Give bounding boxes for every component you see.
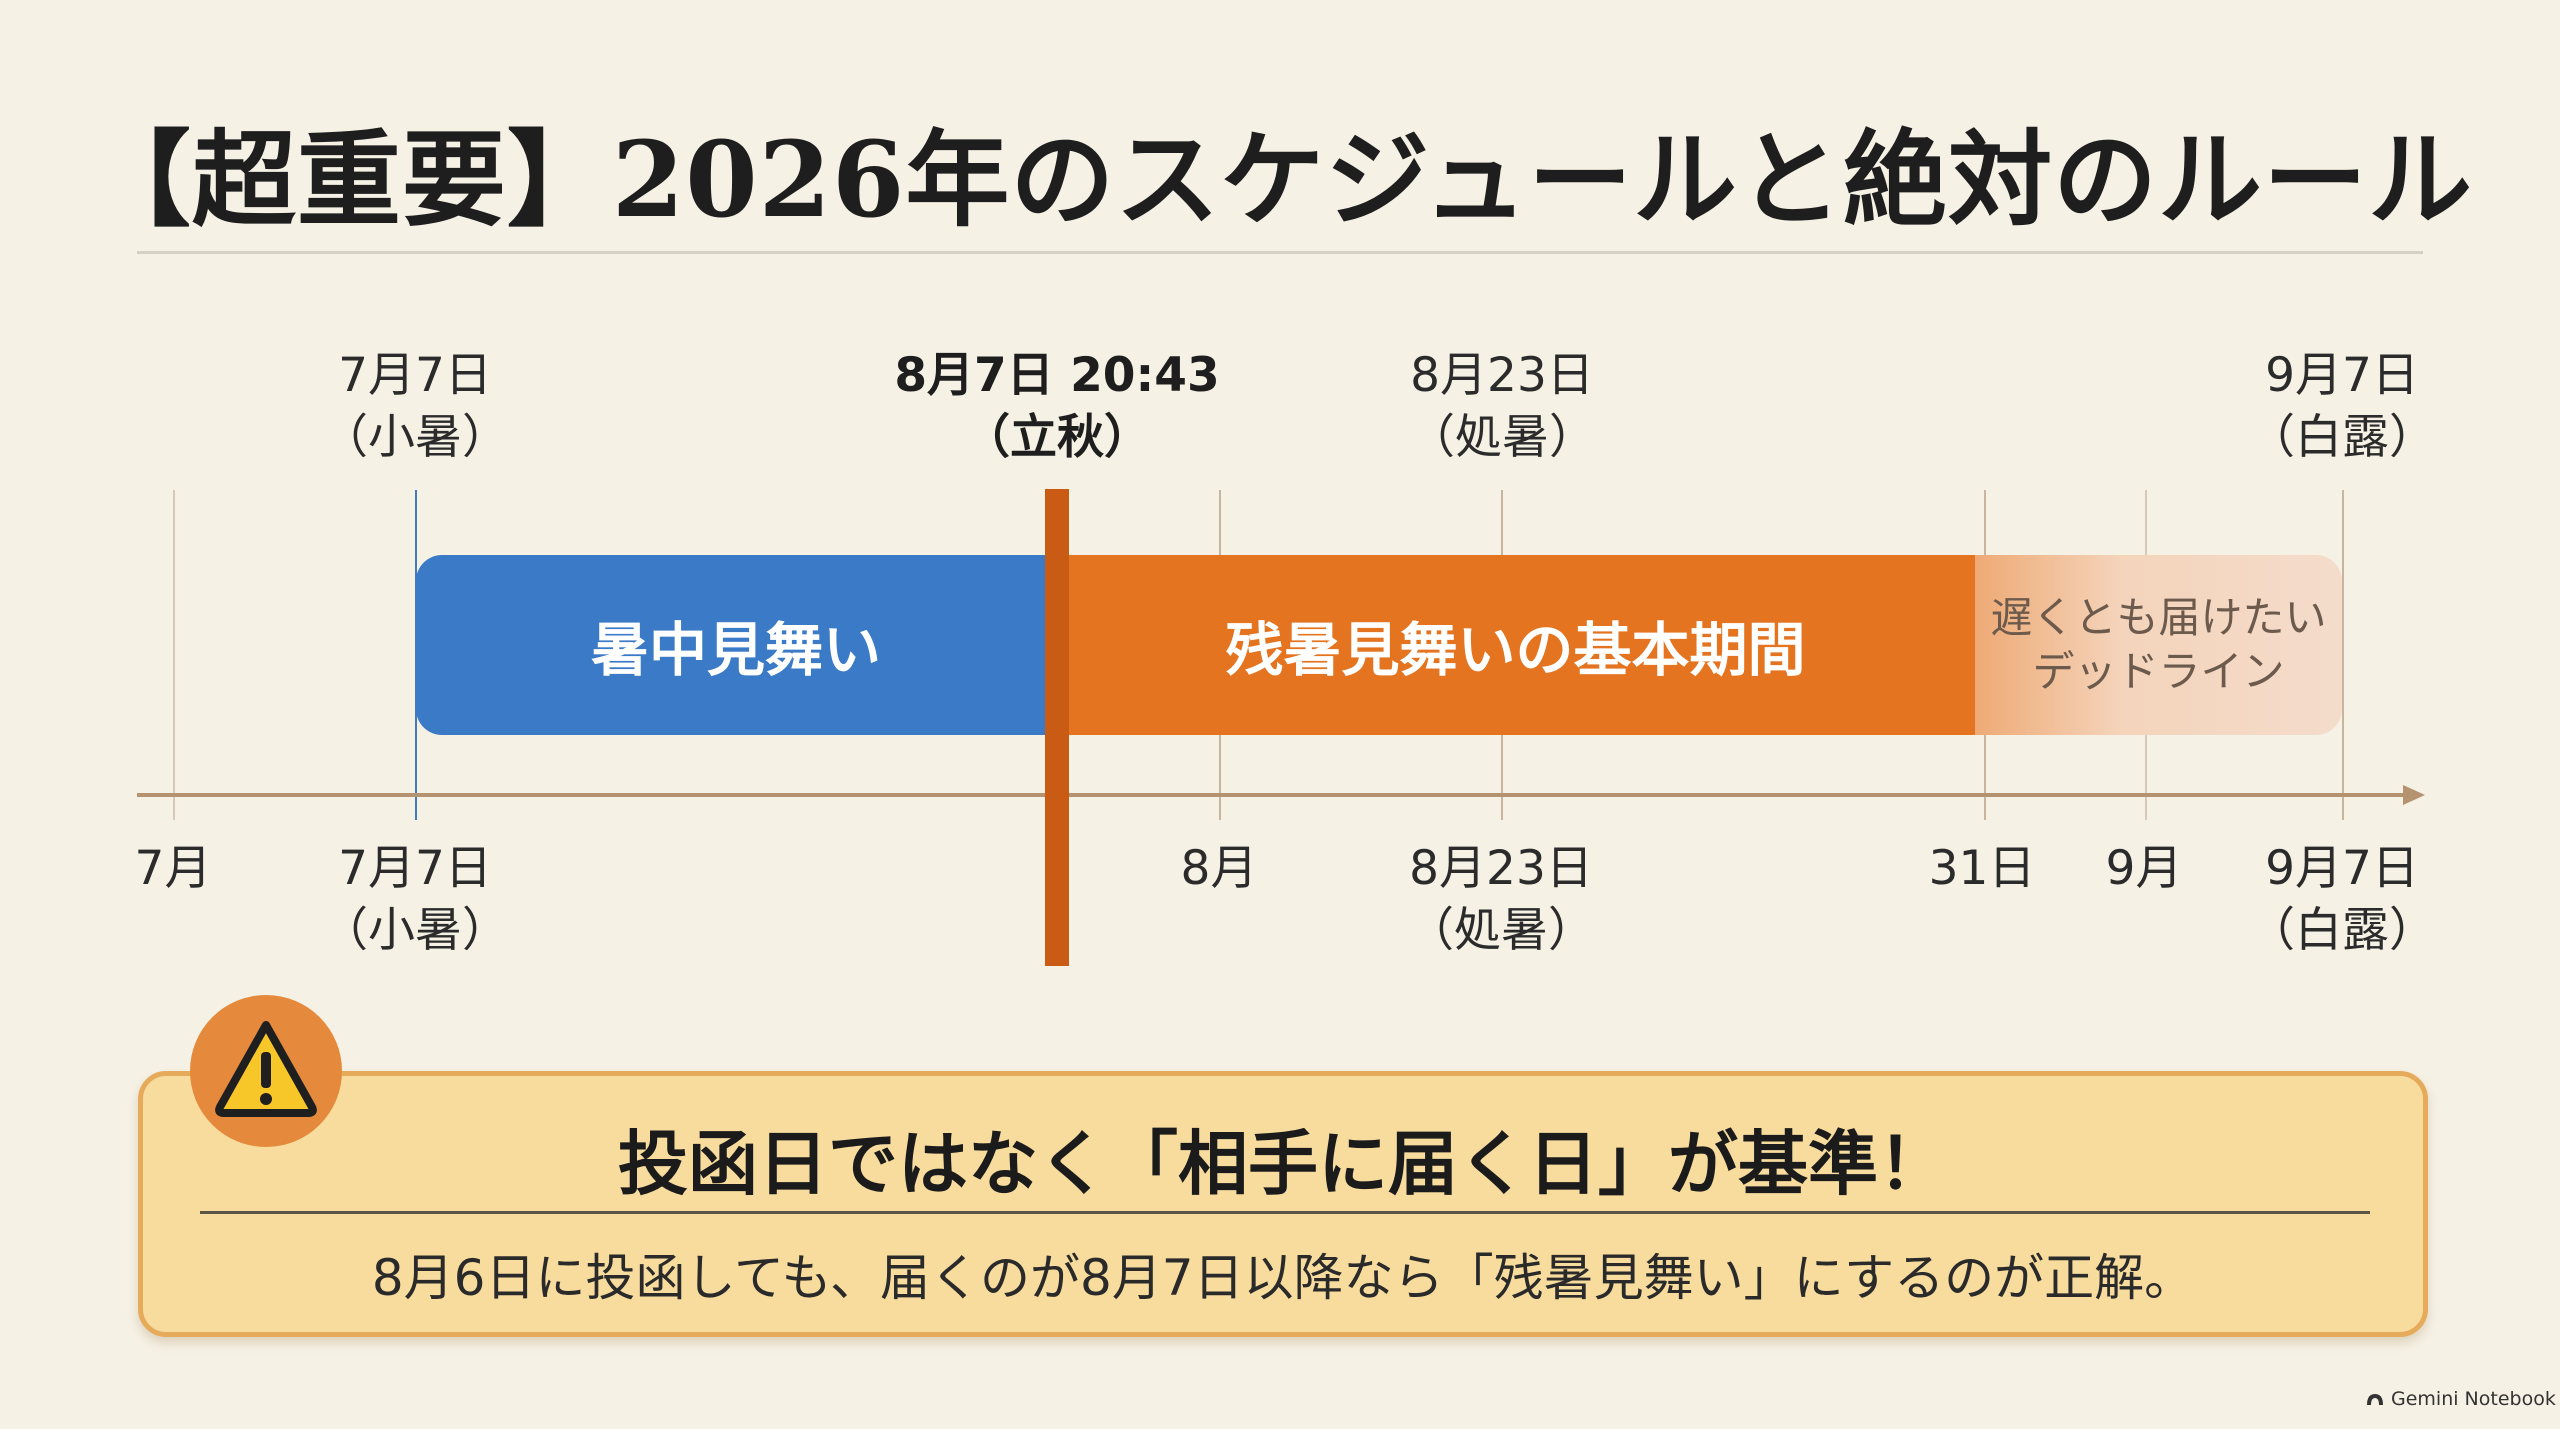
top-label-term: （処暑） xyxy=(1408,410,1596,465)
warning-divider xyxy=(200,1211,2370,1214)
summer-greeting-label: 暑中見舞い xyxy=(590,616,881,684)
top-label-shosho: 8月23日 （処暑） xyxy=(1292,345,1712,469)
axis-tick-text: 31日 xyxy=(1928,841,2036,896)
timeline-axis xyxy=(137,793,2405,797)
axis-tick-text: 7月7日 xyxy=(338,841,492,896)
top-label-term: （立秋） xyxy=(963,410,1151,465)
title-divider xyxy=(137,251,2423,254)
axis-arrow-icon xyxy=(2403,785,2425,805)
axis-tick-label: 31日 xyxy=(1772,838,2192,900)
watermark: Gemini Notebook xyxy=(2365,1388,2556,1410)
warning-body: 8月6日に投函しても、届くのが8月7日以降なら「残暑見舞い」にするのが正解。 xyxy=(371,1249,2195,1307)
axis-tick-label: 7月 xyxy=(0,838,383,900)
gridline-sep7 xyxy=(2342,490,2344,820)
top-label-date: 8月7日 20:43 xyxy=(894,348,1220,403)
axis-tick-text: 7月 xyxy=(134,841,212,896)
axis-tick-sub: （処暑） xyxy=(1407,903,1595,958)
top-label-date: 8月23日 xyxy=(1410,348,1594,403)
page-title: 【超重要】2026年のスケジュールと絶対のルール xyxy=(86,118,2474,241)
notebook-logo-icon xyxy=(2367,1394,2383,1405)
warning-callout: 投函日ではなく「相手に届く日」が基準！ 8月6日に投函しても、届くのが8月7日以… xyxy=(138,1071,2428,1337)
axis-tick-label: 8月 xyxy=(1009,838,1429,900)
axis-tick-text: 9月 xyxy=(2105,841,2183,896)
summer-greeting-bar: 暑中見舞い xyxy=(416,555,1056,735)
top-label-date: 7月7日 xyxy=(338,348,492,403)
top-label-hakuro: 9月7日 （白露） xyxy=(2132,345,2552,469)
axis-tick-label: 9月 xyxy=(1934,838,2354,900)
deadline-bar: 遅くとも届けたい デッドライン xyxy=(1975,555,2342,735)
top-label-risshu: 8月7日 20:43 （立秋） xyxy=(847,345,1267,469)
watermark-text: Gemini Notebook xyxy=(2391,1388,2556,1410)
axis-tick-label: 7月7日 （小暑） xyxy=(205,838,625,962)
warning-triangle-icon xyxy=(190,995,342,1147)
top-label-term: （小暑） xyxy=(321,410,509,465)
deadline-label-line2: デッドライン xyxy=(2032,647,2285,696)
axis-tick-sub: （小暑） xyxy=(321,903,509,958)
late-summer-greeting-label: 残暑見舞いの基本期間 xyxy=(1225,616,1806,684)
axis-tick-text: 8月23日 xyxy=(1409,841,1593,896)
warning-headline: 投函日ではなく「相手に届く日」が基準！ xyxy=(618,1123,1948,1205)
late-summer-greeting-bar: 残暑見舞いの基本期間 xyxy=(1046,555,1985,735)
axis-tick-sub: （白露） xyxy=(2248,903,2436,958)
gridline-jul xyxy=(173,490,175,820)
axis-tick-label: 9月7日 （白露） xyxy=(2132,838,2552,962)
top-label-date: 9月7日 xyxy=(2265,348,2419,403)
top-label-term: （白露） xyxy=(2248,410,2436,465)
deadline-label-line1: 遅くとも届けたい xyxy=(1990,593,2327,642)
axis-tick-label: 8月23日 （処暑） xyxy=(1291,838,1711,962)
axis-tick-text: 8月 xyxy=(1180,841,1258,896)
top-label-shousho: 7月7日 （小暑） xyxy=(205,345,625,469)
risshu-marker xyxy=(1045,489,1069,966)
axis-tick-text: 9月7日 xyxy=(2265,841,2419,896)
